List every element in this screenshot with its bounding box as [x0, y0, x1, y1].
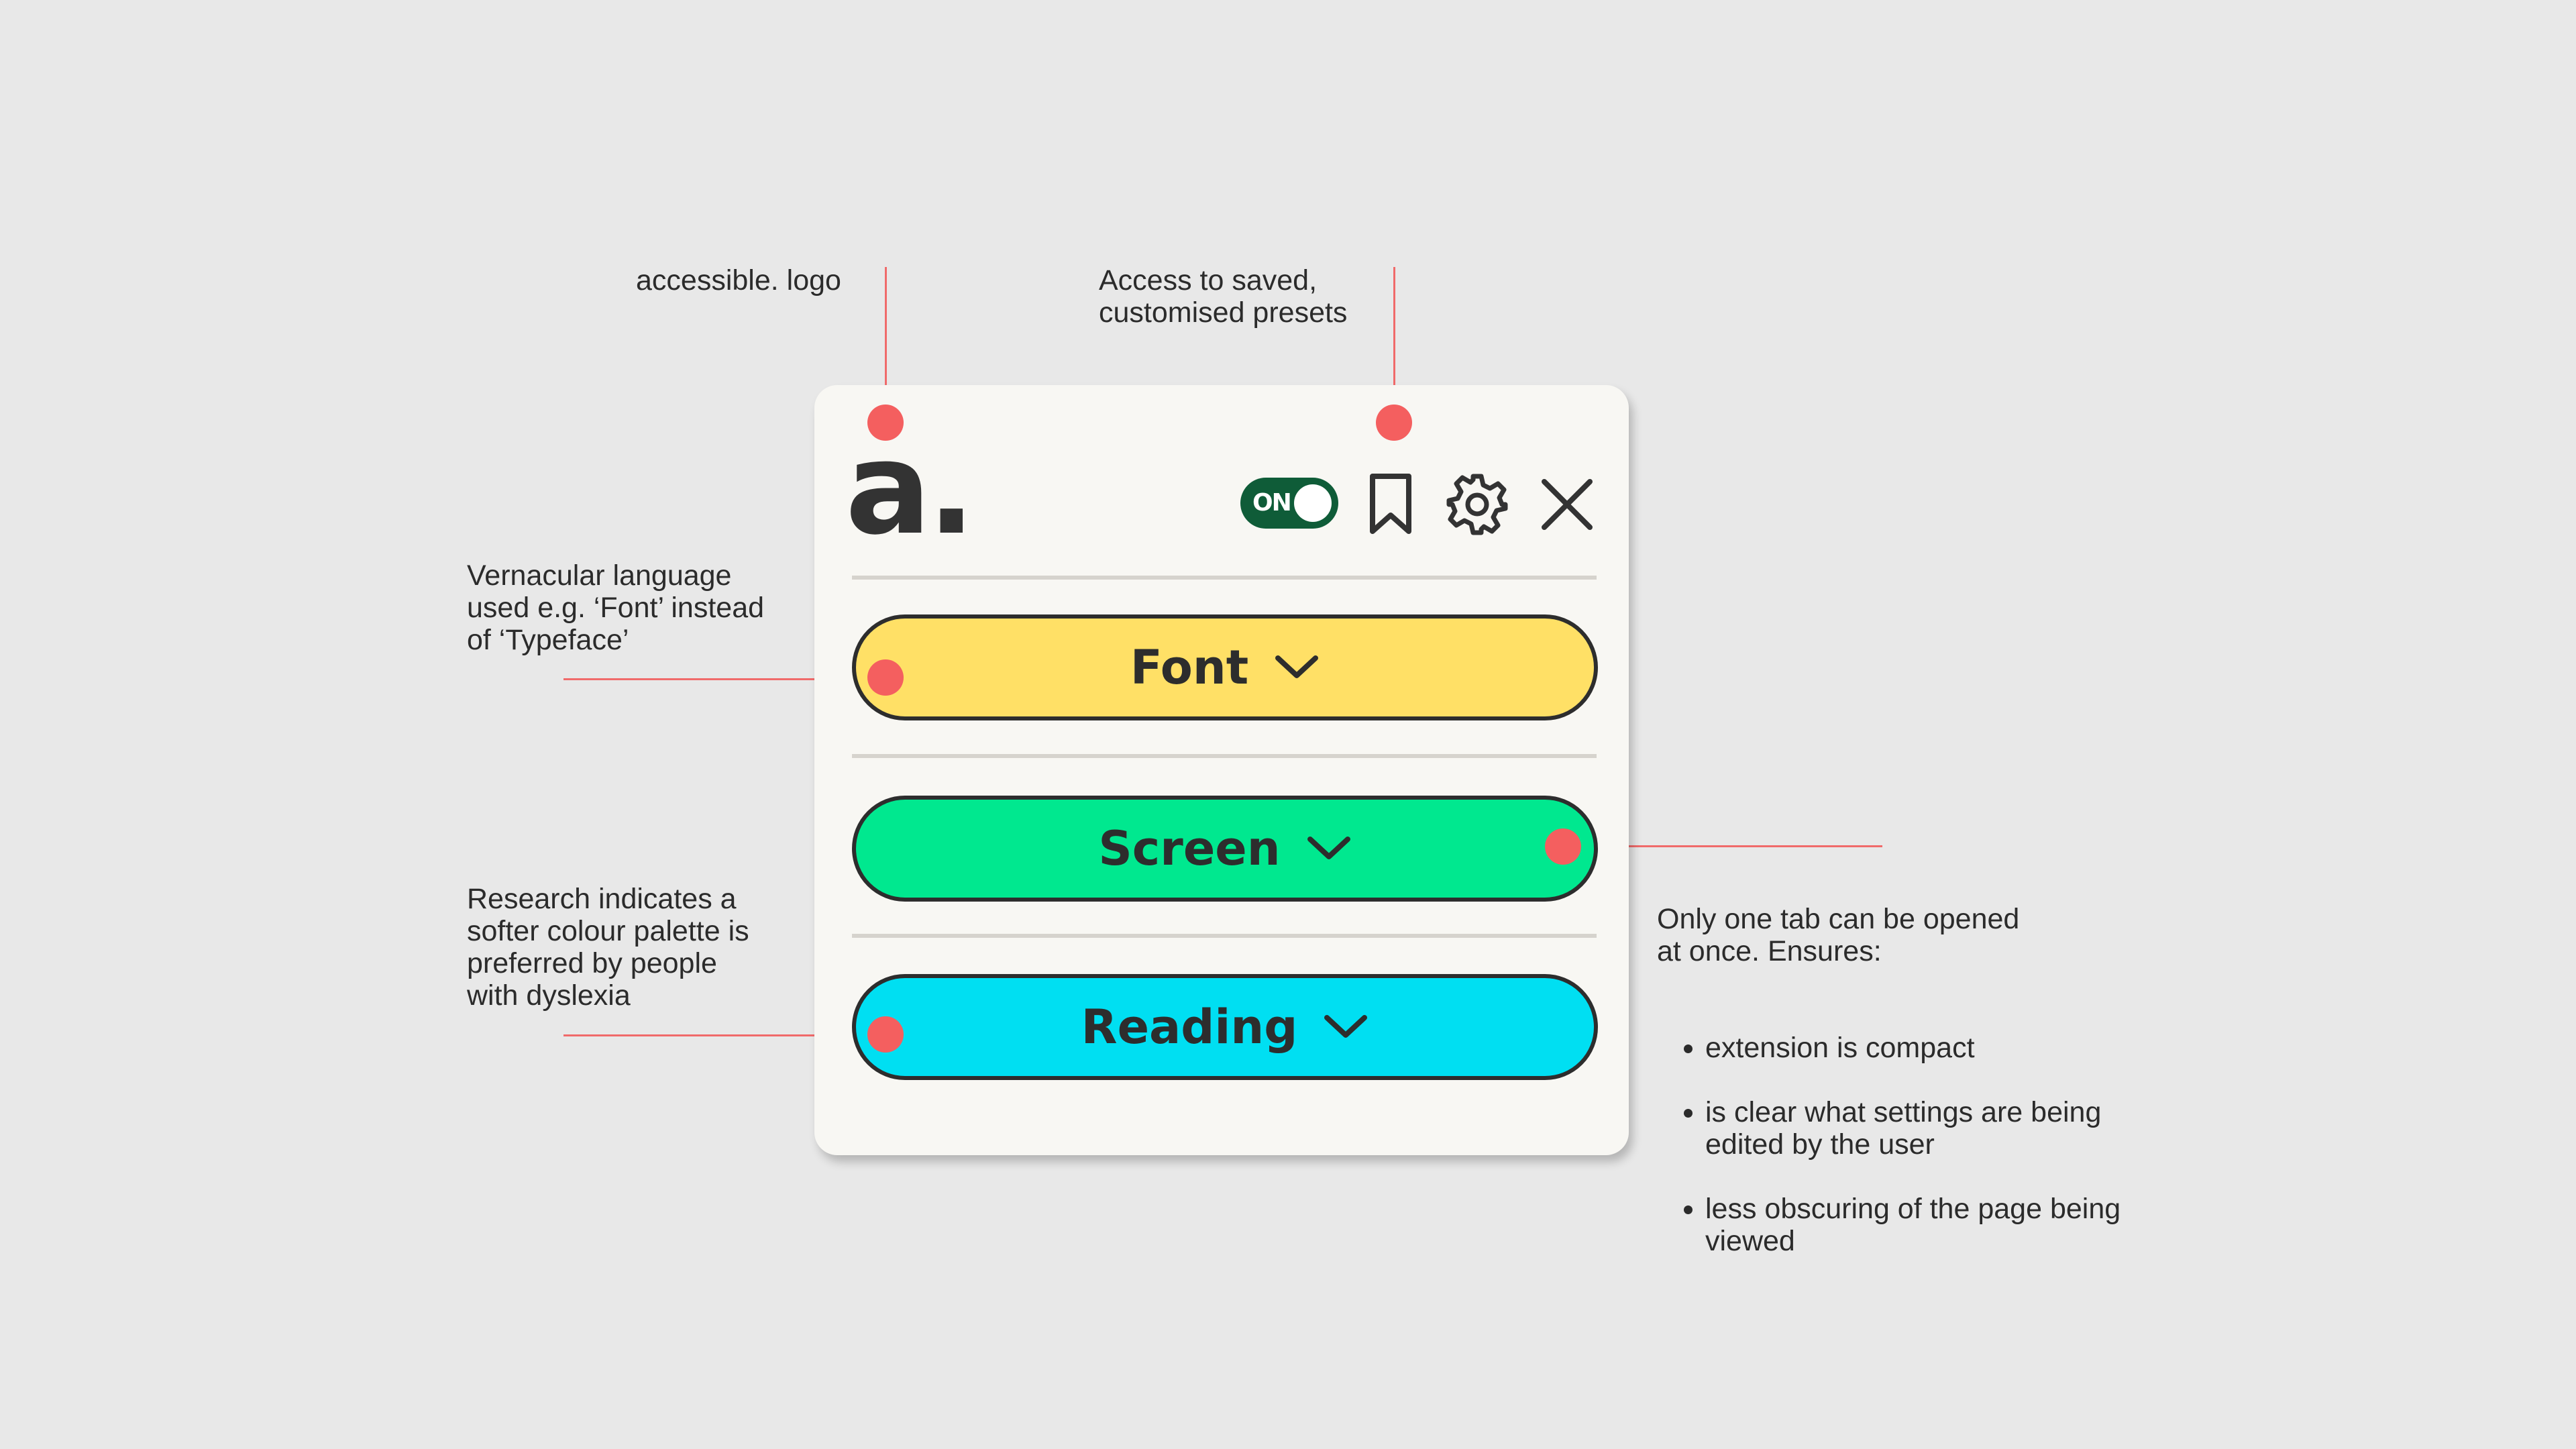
close-icon[interactable] [1539, 476, 1595, 533]
tab-font[interactable]: Font [852, 614, 1598, 720]
tab-screen-label: Screen [1098, 821, 1281, 876]
note-tabs-bullet: less obscuring of the page being viewed [1705, 1193, 2167, 1257]
divider [852, 576, 1597, 580]
note-tabs-list: extension is compact is clear what setti… [1657, 1000, 2167, 1289]
tab-font-label: Font [1130, 640, 1249, 695]
leader-line-logo [885, 267, 887, 423]
chevron-down-icon [1275, 655, 1319, 678]
leader-line-font [564, 678, 885, 680]
annotation-marker [867, 659, 904, 696]
tab-reading-label: Reading [1081, 1000, 1298, 1055]
gear-icon[interactable] [1444, 471, 1511, 538]
annotation-marker [1376, 405, 1412, 441]
annotation-marker [1545, 828, 1581, 865]
chevron-down-icon [1324, 1015, 1368, 1038]
leader-line-reading [564, 1034, 885, 1036]
note-presets: Access to saved, customised presets [1099, 264, 1348, 329]
tab-reading[interactable]: Reading [852, 974, 1598, 1080]
note-tabs-bullet: extension is compact [1705, 1032, 2167, 1064]
annotation-marker [867, 1016, 904, 1053]
extension-panel: a. ON Font Screen [814, 385, 1629, 1155]
note-vernacular: Vernacular language used e.g. ‘Font’ ins… [467, 559, 765, 656]
accessible-logo: a. [845, 415, 975, 563]
tab-screen[interactable]: Screen [852, 796, 1598, 902]
leader-line-presets [1393, 267, 1395, 423]
leader-line-screen [1563, 845, 1882, 847]
toggle-knob [1294, 484, 1332, 522]
note-tabs-bullet: is clear what settings are being edited … [1705, 1096, 2167, 1161]
on-off-toggle[interactable]: ON [1240, 478, 1338, 529]
divider [852, 934, 1597, 938]
chevron-down-icon [1307, 837, 1350, 859]
bookmark-icon[interactable] [1362, 472, 1419, 537]
note-logo: accessible. logo [636, 264, 841, 297]
note-palette: Research indicates a softer colour palet… [467, 883, 749, 1012]
note-tabs: Only one tab can be opened at once. Ensu… [1657, 871, 2167, 1322]
toggle-label: ON [1252, 489, 1292, 517]
divider [852, 754, 1597, 758]
annotation-marker [867, 405, 904, 441]
note-tabs-intro: Only one tab can be opened at once. Ensu… [1657, 903, 2020, 967]
